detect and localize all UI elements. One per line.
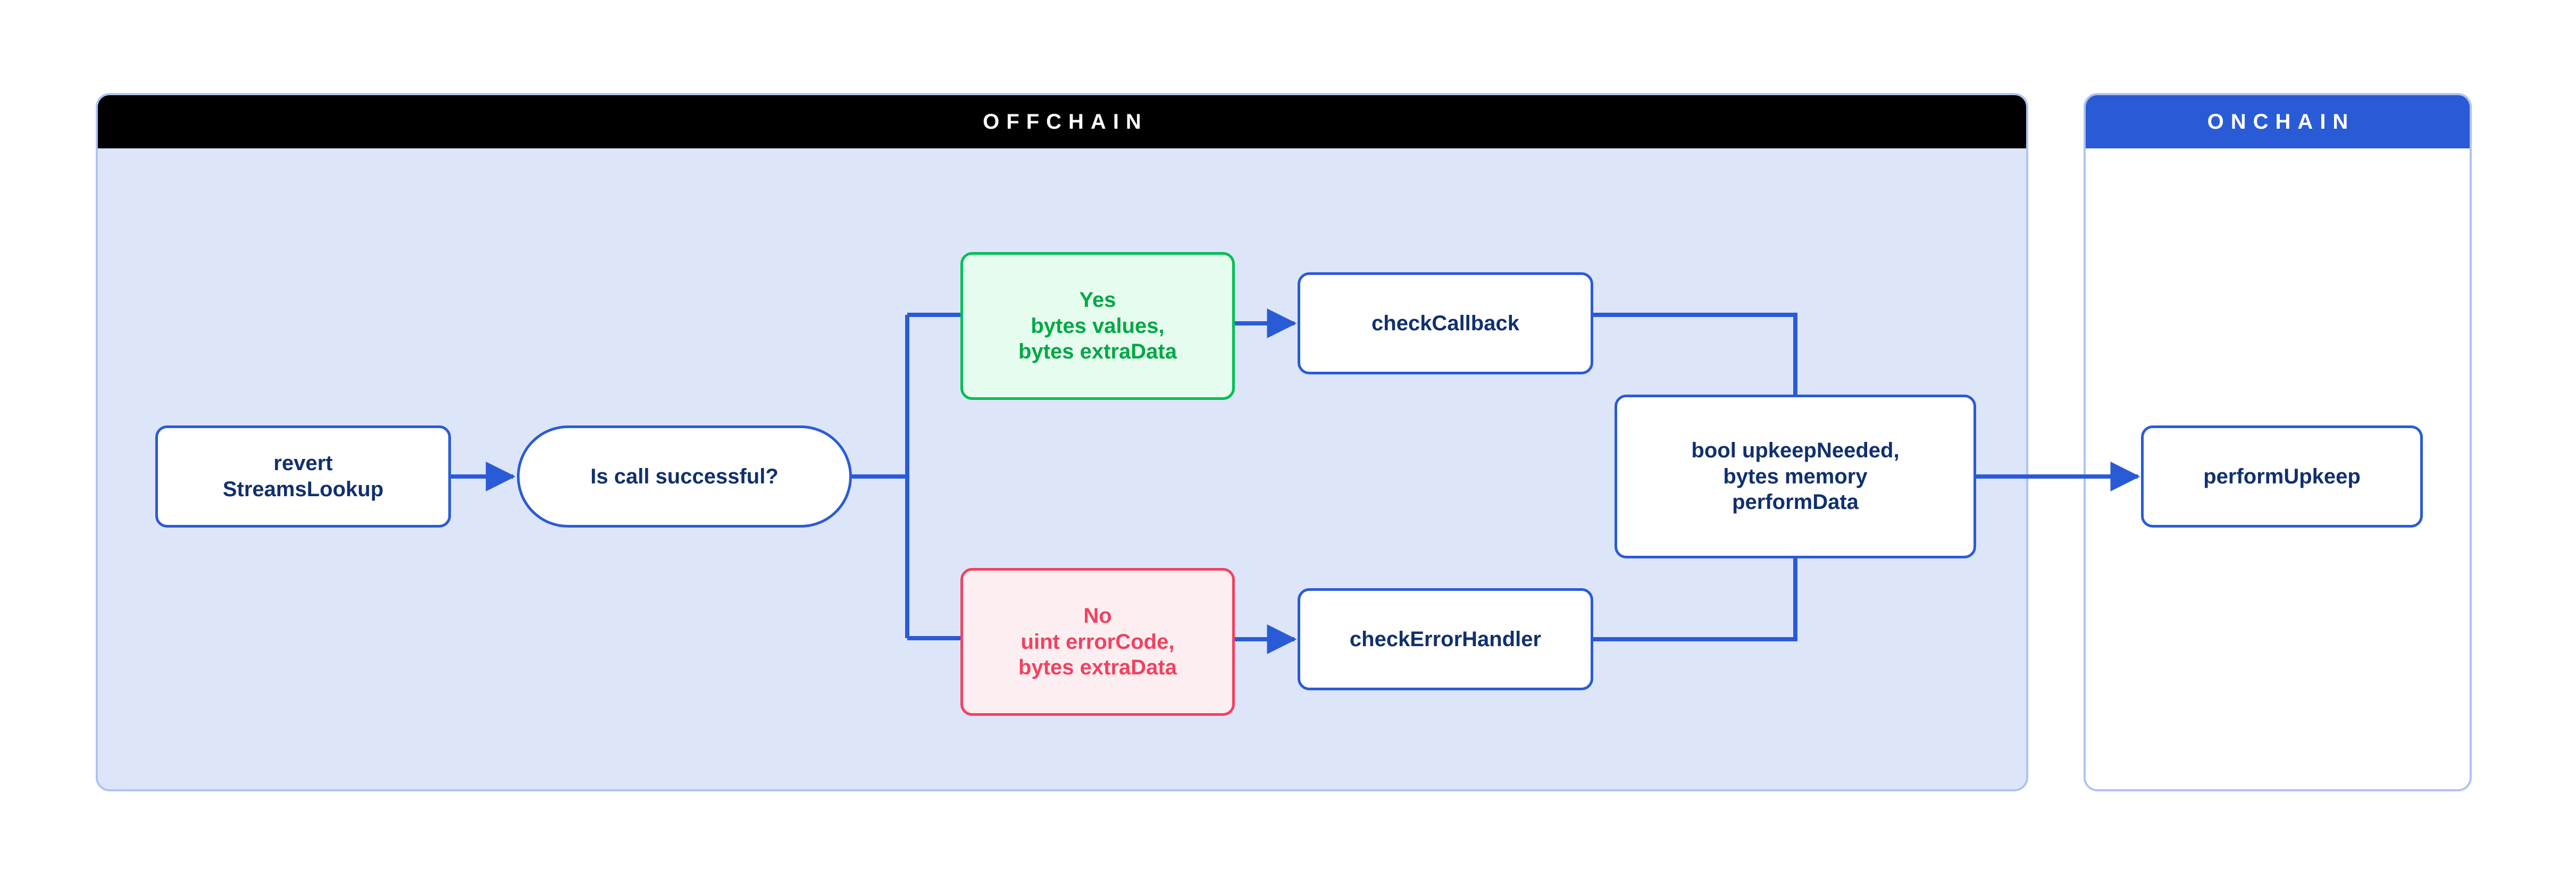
node-revert-streamslookup[interactable]: revert StreamsLookup (155, 425, 451, 528)
edge-checkcallback-to-upkeepneeded (1593, 313, 1797, 395)
node-perform-upkeep[interactable]: performUpkeep (2141, 425, 2423, 528)
node-no-branch[interactable]: No uint errorCode, bytes extraData (960, 568, 1235, 716)
node-check-error-handler[interactable]: checkErrorHandler (1298, 588, 1593, 690)
node-yes-branch[interactable]: Yes bytes values, bytes extraData (960, 252, 1235, 400)
onchain-panel-title: ONCHAIN (2086, 95, 2470, 148)
node-upkeep-needed[interactable]: bool upkeepNeeded, bytes memory performD… (1615, 395, 1976, 558)
edge-checkerrorhandler-to-upkeepneeded (1593, 558, 1797, 641)
node-is-call-successful[interactable]: Is call successful? (517, 425, 852, 528)
offchain-panel-title: OFFCHAIN (98, 95, 2026, 148)
node-check-callback[interactable]: checkCallback (1298, 272, 1593, 374)
